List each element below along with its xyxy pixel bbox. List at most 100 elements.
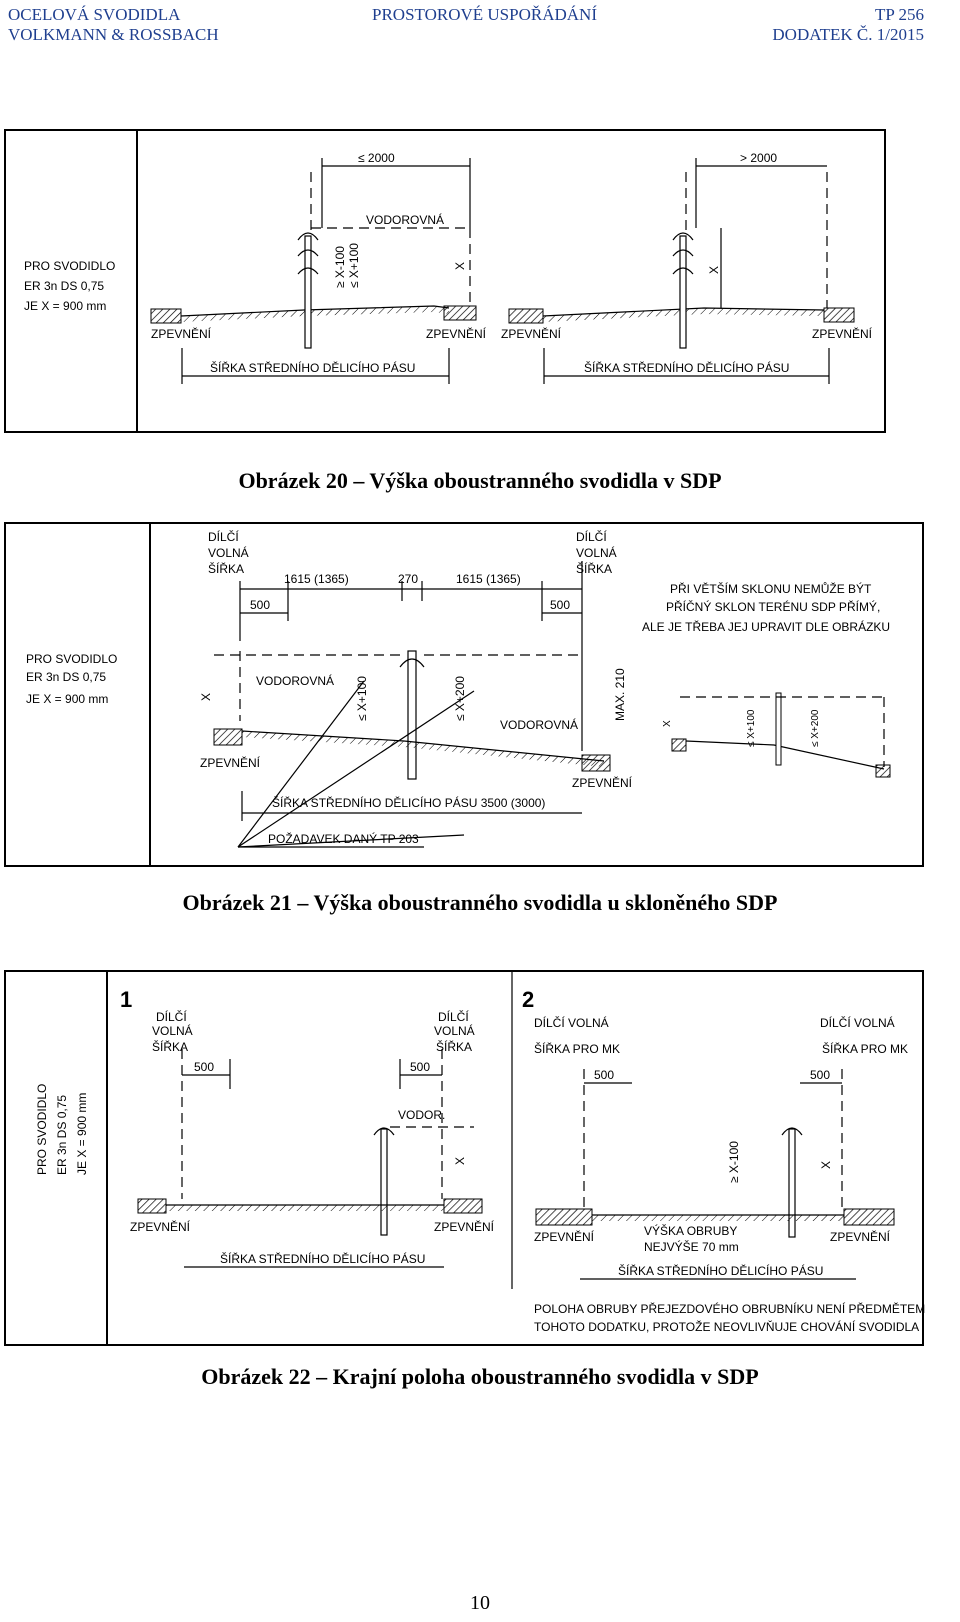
fig22-p1-dilci-right-2: VOLNÁ [434,1023,475,1038]
fig22-p1-dilci-right-1: DÍLČÍ [438,1009,469,1024]
fig22-p2-500-left: 500 [594,1068,614,1082]
fig20-note-line1: PRO SVODIDLO [24,259,115,273]
fig20-vodorovna: VODOROVNÁ [366,212,444,227]
fig20-note-line3: JE X = 900 mm [24,299,106,313]
fig22-p2-pavement-right [843,1208,895,1226]
fig21-mini-x200: ≤ X+200 [810,709,821,747]
fig22-p2-pavement-left [535,1208,593,1226]
fig22-obruba-1: VÝŠKA OBRUBY [644,1223,737,1238]
fig22-vodor: VODOR. [398,1108,445,1122]
fig20-dim-right: > 2000 [740,151,777,165]
fig22-obruba-2: NEJVÝŠE 70 mm [644,1239,739,1254]
fig22-p1-zpevneni-right: ZPEVNĚNÍ [434,1219,495,1234]
fig21-mini-pavement-left [671,738,687,752]
fig20-dim-left: ≤ 2000 [358,151,395,165]
fig20-x-minus: ≥ X-100 [333,246,347,288]
fig21-dim-1615-left: 1615 (1365) [284,572,349,586]
figure-22-drawing: PRO SVODIDLO ER 3n DS 0,75 JE X = 900 mm… [4,970,925,1346]
fig21-dim-270: 270 [398,572,418,586]
fig21-note-line3: JE X = 900 mm [26,692,108,706]
fig20-sirka-right: ŠÍŘKA STŘEDNÍHO DĚLICÍHO PÁSU [584,360,789,375]
fig20-pavement-right-b [823,307,855,323]
header-center: PROSTOROVÉ USPOŘÁDÁNÍ [372,5,597,24]
fig21-x: X [199,693,213,701]
fig22-note-line2: ER 3n DS 0,75 [55,1095,69,1175]
fig20-x-right: X [707,266,721,274]
figure-21-drawing: PRO SVODIDLO ER 3n DS 0,75 JE X = 900 mm… [4,522,924,867]
fig22-note-line3: JE X = 900 mm [75,1093,89,1175]
fig21-zpevneni-right: ZPEVNĚNÍ [572,775,633,790]
fig22-poloha-2: TOHOTO DODATKU, PROTOŽE NEOVLIVŇUJE CHOV… [534,1319,919,1334]
fig22-p2-zpevneni-left: ZPEVNĚNÍ [534,1229,595,1244]
fig21-dim-500-left: 500 [250,598,270,612]
fig21-sirka: ŠÍŘKA STŘEDNÍHO DĚLICÍHO PÁSU 3500 (3000… [272,795,545,810]
fig22-p2-dilci-left-2: ŠÍŘKA PRO MK [534,1041,620,1056]
fig22-p1-dilci-left-1: DÍLČÍ [156,1009,187,1024]
fig22-p1-500-right: 500 [410,1060,430,1074]
fig20-post-left [304,235,312,349]
header-left-line1: OCELOVÁ SVODIDLA [8,5,181,24]
fig22-p1-pavement-right [443,1198,483,1214]
fig21-dilci-left-3: ŠÍŘKA [208,561,244,576]
fig22-p2-x: X [819,1161,833,1169]
fig21-pavement-right [581,754,611,772]
fig22-label-2: 2 [522,987,534,1012]
fig22-p2-zpevneni-right: ZPEVNĚNÍ [830,1229,891,1244]
fig21-sklon-line3: ALE JE TŘEBA JEJ UPRAVIT DLE OBRÁZKU [642,619,890,634]
fig22-p2-dilci-right-2: ŠÍŘKA PRO MK [822,1041,908,1056]
fig22-p2-500-right: 500 [810,1068,830,1082]
fig22-p2-post [788,1128,796,1238]
fig22-p2-sirka: ŠÍŘKA STŘEDNÍHO DĚLICÍHO PÁSU [618,1263,823,1278]
fig20-zpevneni-2: ZPEVNĚNÍ [426,326,487,341]
fig21-x100: ≤ X+100 [355,676,369,721]
figure-21-caption: Obrázek 21 – Výška oboustranného svodidl… [182,890,778,915]
header-right-line2: DODATEK Č. 1/2015 [772,25,924,44]
fig22-poloha-1: POLOHA OBRUBY PŘEJEZDOVÉHO OBRUBNÍKU NEN… [534,1301,925,1316]
fig20-note-line2: ER 3n DS 0,75 [24,279,104,293]
fig21-post [407,650,417,780]
fig21-zpevneni-left: ZPEVNĚNÍ [200,755,261,770]
fig21-dilci-left-2: VOLNÁ [208,545,249,560]
fig20-post-right [679,235,687,349]
fig21-dilci-right-3: ŠÍŘKA [576,561,612,576]
fig20-sirka-left: ŠÍŘKA STŘEDNÍHO DĚLICÍHO PÁSU [210,360,415,375]
fig22-p1-dilci-right-3: ŠÍŘKA [436,1039,472,1054]
fig21-x200: ≤ X+200 [453,676,467,721]
fig22-p2-dilci-right-1: DÍLČÍ VOLNÁ [820,1015,895,1030]
fig20-zpevneni-4: ZPEVNĚNÍ [812,326,873,341]
figure-20-drawing: PRO SVODIDLO ER 3n DS 0,75 JE X = 900 mm… [4,129,886,433]
fig21-vodorovna-1: VODOROVNÁ [256,673,334,688]
fig21-pozadavek: POŽADAVEK DANÝ TP 203 [268,831,419,846]
fig21-max210: MAX. 210 [613,668,627,721]
fig21-note-line2: ER 3n DS 0,75 [26,670,106,684]
fig22-note-line1: PRO SVODIDLO [35,1084,49,1175]
fig20-x-left: X [453,262,467,270]
figure-22-caption: Obrázek 22 – Krajní poloha oboustranného… [201,1364,759,1389]
fig22-p1-dilci-left-3: ŠÍŘKA [152,1039,188,1054]
fig21-mini-pavement-right [875,764,891,778]
fig21-dilci-right-1: DÍLČÍ [576,529,607,544]
fig20-pavement-right-a [508,308,544,324]
fig21-vodorovna-2: VODOROVNÁ [500,717,578,732]
fig20-pavement-left-a [150,308,182,324]
header-left-line2: VOLKMANN & ROSSBACH [8,25,219,44]
fig21-mini-x100: ≤ X+100 [746,709,757,747]
fig20-zpevneni-3: ZPEVNĚNÍ [501,326,562,341]
fig21-sklon-line1: PŘI VĚTŠÍM SKLONU NEMŮŽE BÝT [670,581,872,596]
fig22-p1-dilci-left-2: VOLNÁ [152,1023,193,1038]
fig22-p2-xm100: ≥ X-100 [727,1141,741,1183]
fig21-dim-500-right: 500 [550,598,570,612]
fig21-dilci-right-2: VOLNÁ [576,545,617,560]
fig21-sklon-line2: PŘÍČNÝ SKLON TERÉNU SDP PŘÍMÝ, [666,599,880,614]
fig22-p1-zpevneni-left: ZPEVNĚNÍ [130,1219,191,1234]
fig20-x-plus: ≤ X+100 [347,243,361,288]
fig20-pavement-left-b [443,305,477,321]
figure-20-caption: Obrázek 20 – Výška oboustranného svodidl… [238,468,722,493]
fig21-dim-1615-right: 1615 (1365) [456,572,521,586]
fig22-p1-x: X [453,1157,467,1165]
fig22-p1-500-left: 500 [194,1060,214,1074]
fig21-mini-post [775,692,782,766]
fig22-p1-pavement-left [137,1198,167,1214]
fig21-dilci-left-1: DÍLČÍ [208,529,239,544]
fig22-p2-dilci-left-1: DÍLČÍ VOLNÁ [534,1015,609,1030]
